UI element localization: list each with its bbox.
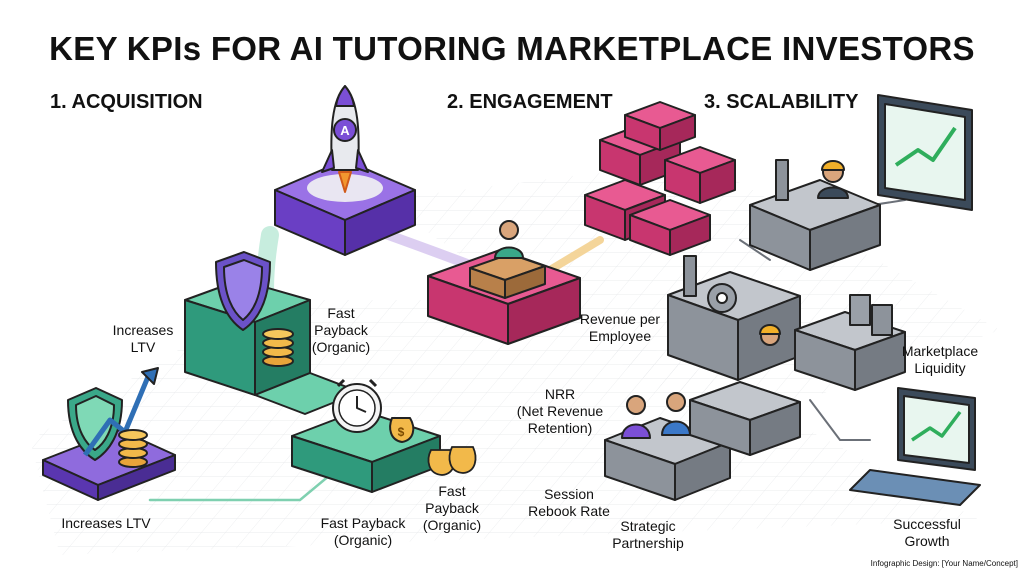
section-scalability-heading: 3. SCALABILITY bbox=[704, 91, 859, 113]
growth-tablet-bottom bbox=[849, 387, 981, 506]
money-bags bbox=[427, 446, 477, 476]
label-strategic-partnership: Strategic Partnership bbox=[612, 518, 684, 551]
label-revenue-per-employee: Revenue per Employee bbox=[579, 311, 661, 344]
label-marketplace-liquidity: Marketplace Liquidity bbox=[901, 343, 979, 376]
coin-symbol: $ bbox=[398, 425, 405, 439]
label-successful-growth: Successful Growth bbox=[893, 516, 961, 549]
label-session-rebook-rate: Session Rebook Rate bbox=[528, 486, 610, 519]
label-fast-payback-bottom: Fast Payback (Organic) bbox=[320, 515, 406, 548]
ltv-shield-block bbox=[184, 251, 361, 415]
rocket-launch-platform bbox=[274, 85, 416, 256]
engagement-cube-stack bbox=[584, 101, 736, 256]
tutor-desk-platform bbox=[427, 220, 581, 345]
label-increases-ltv-mid: Increases LTV bbox=[112, 322, 174, 355]
design-credit: Infographic Design: [Your Name/Concept] bbox=[870, 559, 1018, 568]
label-increases-ltv-bottom: Increases LTV bbox=[61, 515, 151, 531]
growth-tablet-top bbox=[877, 94, 973, 211]
label-fast-payback-top: Fast Payback (Organic) bbox=[311, 305, 371, 355]
page-title: KEY KPIs FOR AI TUTORING MARKETPLACE INV… bbox=[49, 30, 975, 67]
label-fast-payback-right: Fast Payback (Organic) bbox=[422, 483, 482, 533]
section-acquisition-heading: 1. ACQUISITION bbox=[50, 91, 203, 113]
scalability-factory-blocks bbox=[604, 159, 906, 501]
section-engagement-heading: 2. ENGAGEMENT bbox=[447, 91, 613, 113]
rocket-badge-letter: A bbox=[340, 123, 350, 138]
payback-clock-block: $ bbox=[291, 378, 441, 493]
label-nrr: NRR (Net Revenue Retention) bbox=[516, 386, 604, 436]
ltv-growth-platform bbox=[42, 367, 176, 501]
